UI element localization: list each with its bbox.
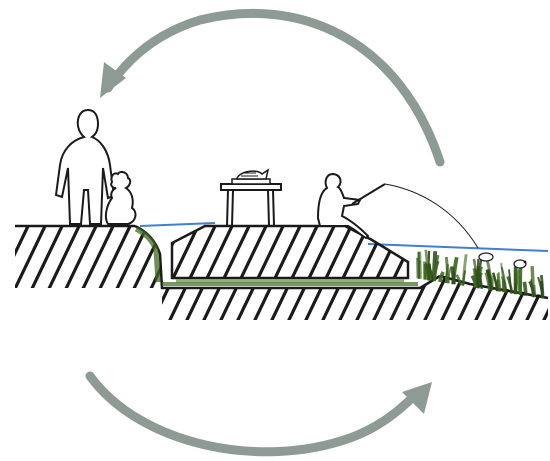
hatch-line — [526, 222, 550, 322]
hatch-line — [0, 222, 13, 322]
hatch-line — [543, 222, 550, 322]
hatch-line — [0, 222, 30, 322]
picnic-table — [221, 184, 281, 226]
reed-blade — [446, 257, 448, 283]
standing-adult — [56, 110, 114, 224]
reed-blade — [419, 252, 420, 279]
reed-blade — [524, 282, 526, 296]
hatch-line — [543, 222, 550, 322]
fish-on-platter — [232, 170, 270, 184]
hatch-line — [526, 222, 550, 322]
hatched-ground-below — [0, 222, 550, 322]
reed-blade — [498, 273, 500, 291]
hatched-ground-platform — [0, 222, 550, 322]
reed-blade — [541, 275, 543, 298]
hatch-line — [543, 222, 550, 322]
water-surface-right — [368, 244, 548, 251]
seated-fisher — [318, 174, 368, 238]
hatch-line — [0, 222, 13, 322]
top-arrow — [108, 13, 440, 162]
bottom-arrow — [90, 376, 415, 452]
hatch-line — [0, 222, 13, 322]
hatch-line — [0, 222, 30, 322]
reed-blade — [463, 254, 466, 286]
hatched-ground-left — [0, 222, 550, 322]
hatch-line — [0, 222, 30, 322]
hatch-line — [526, 222, 550, 322]
reed-creatures — [479, 253, 526, 268]
fishing-rod — [352, 184, 385, 204]
fishing-line — [385, 184, 478, 248]
reed-blade — [452, 266, 454, 284]
